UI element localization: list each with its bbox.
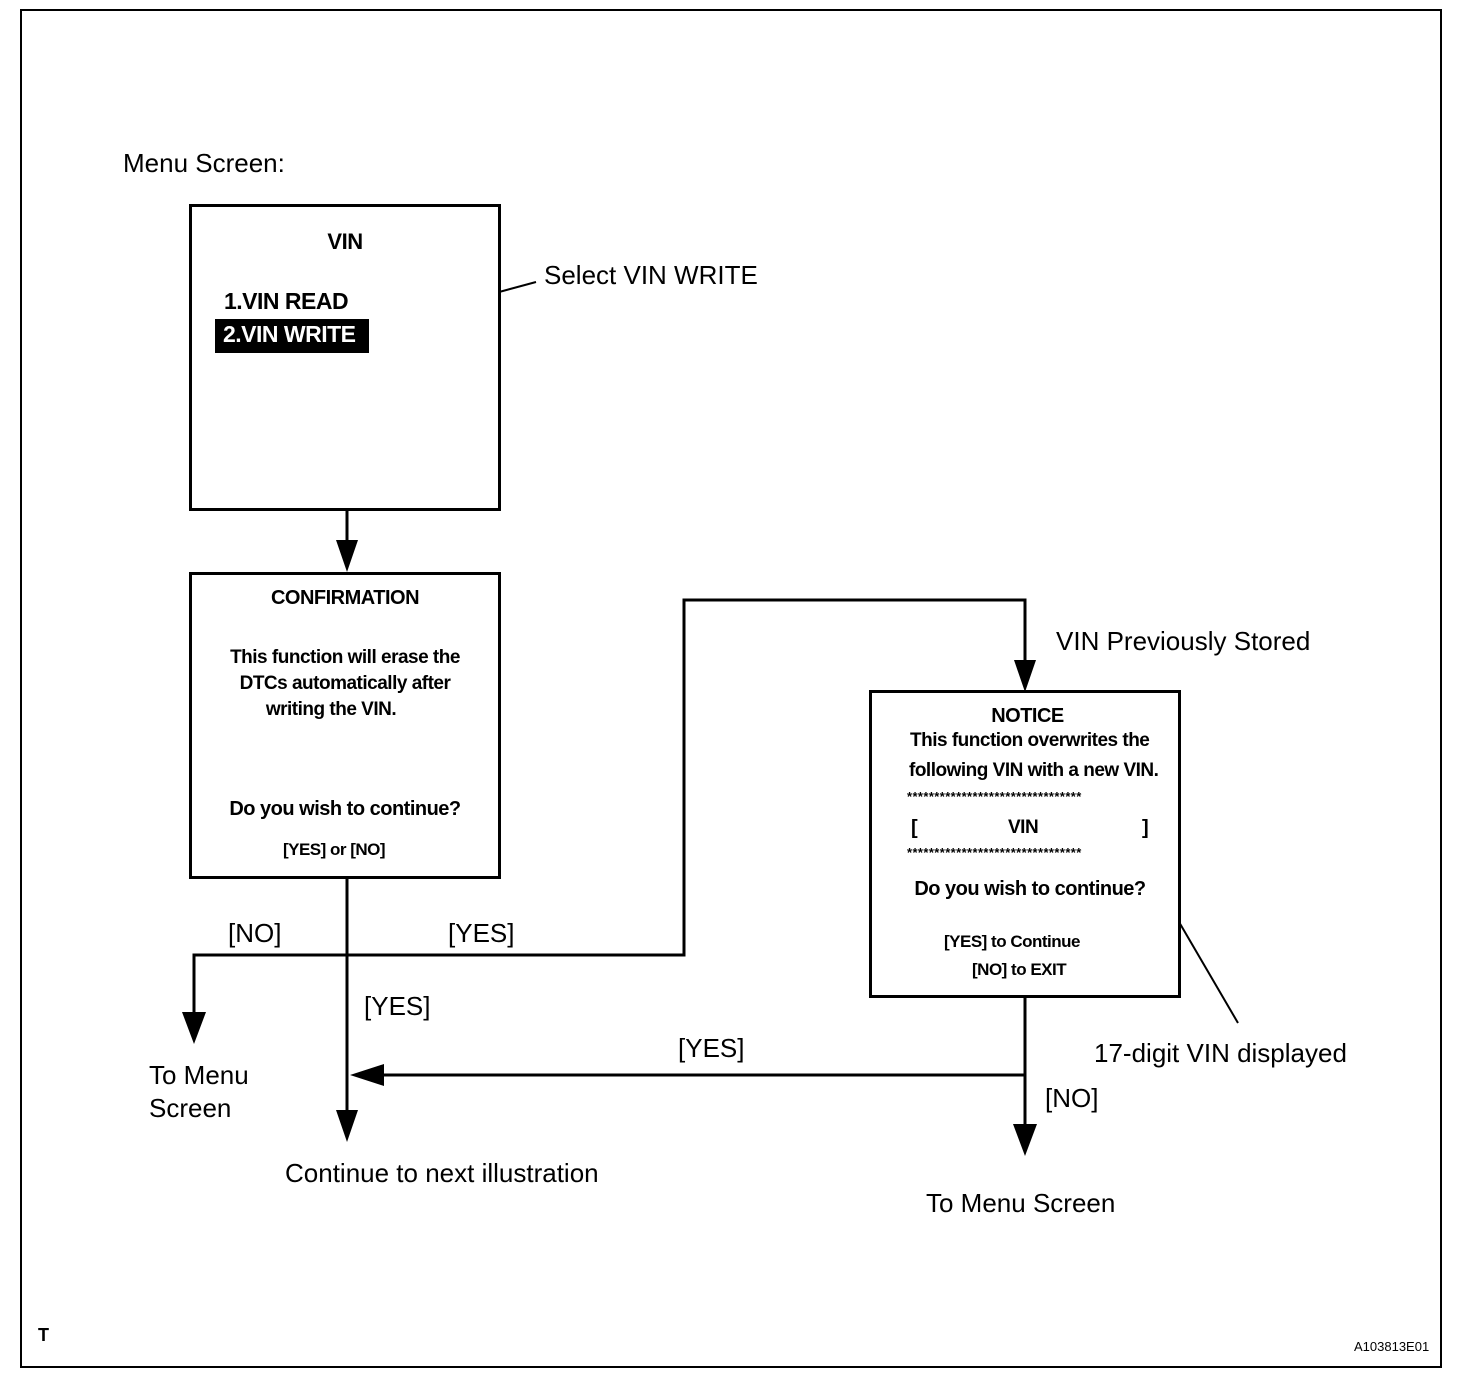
notice-bracket-left: [ [911, 817, 918, 839]
to-menu-left-line2: Screen [149, 1093, 232, 1123]
notice-yes-option: [YES] to Continue [944, 932, 1080, 951]
confirmation-message-1: This function will erase the [230, 647, 460, 668]
menu-item-vin-write[interactable]: 2.VIN WRITE [215, 319, 369, 353]
vin-screen: VIN 1.VIN READ 2.VIN WRITE [189, 204, 501, 511]
confirmation-message-3: writing the VIN. [265, 699, 397, 720]
label-yes-down: [YES] [364, 991, 431, 1021]
callout-17-digit-vin: 17-digit VIN displayed [1094, 1038, 1347, 1068]
menu-screen-label: Menu Screen: [123, 148, 285, 178]
to-menu-right: To Menu Screen [926, 1188, 1116, 1218]
label-yes-return: [YES] [678, 1033, 745, 1063]
label-vin-previously-stored: VIN Previously Stored [1056, 626, 1311, 656]
notice-vin: VIN [1008, 817, 1039, 838]
confirmation-title: CONFIRMATION [270, 587, 420, 609]
confirmation-screen: CONFIRMATION This function will erase th… [189, 572, 501, 879]
arrowhead-to-menu-right [1013, 1124, 1037, 1156]
notice-line-2: following VIN with a new VIN. [909, 760, 1159, 781]
label-yes-top: [YES] [448, 918, 515, 948]
notice-bracket-right: ] [1142, 817, 1149, 839]
notice-stars-top: ******************************** [907, 789, 1082, 804]
label-no-left: [NO] [228, 918, 282, 948]
figure-frame [20, 9, 1442, 1368]
figure-id: A103813E01 [1354, 1339, 1430, 1354]
label-no-right: [NO] [1045, 1083, 1099, 1113]
callout-select-vin-write: Select VIN WRITE [544, 260, 758, 290]
arrowhead-yes-return [350, 1064, 384, 1086]
menu-item-vin-read[interactable]: 1.VIN READ [224, 288, 349, 314]
connector-branch [192, 598, 1027, 1018]
arrowhead-to-notice [1014, 660, 1036, 692]
notice-screen: NOTICE This function overwrites the foll… [869, 690, 1181, 998]
arrowhead-to-confirmation [336, 540, 358, 572]
to-menu-left-line1: To Menu [149, 1060, 249, 1090]
notice-title: NOTICE [991, 705, 1064, 727]
vin-screen-title: VIN [327, 229, 363, 254]
continue-next-illustration: Continue to next illustration [285, 1158, 599, 1188]
corner-mark: T [38, 1325, 49, 1345]
notice-line-1: This function overwrites the [910, 730, 1150, 751]
notice-question: Do you wish to continue? [914, 878, 1146, 900]
arrowhead-to-menu-left [182, 1012, 206, 1044]
confirmation-question: Do you wish to continue? [229, 798, 461, 820]
notice-no-option: [NO] to EXIT [972, 960, 1067, 979]
notice-stars-bottom: ******************************** [907, 845, 1082, 860]
arrowhead-to-continue [336, 1110, 358, 1142]
confirmation-options: [YES] or [NO] [282, 840, 386, 859]
confirmation-message-2: DTCs automatically after [239, 673, 451, 694]
